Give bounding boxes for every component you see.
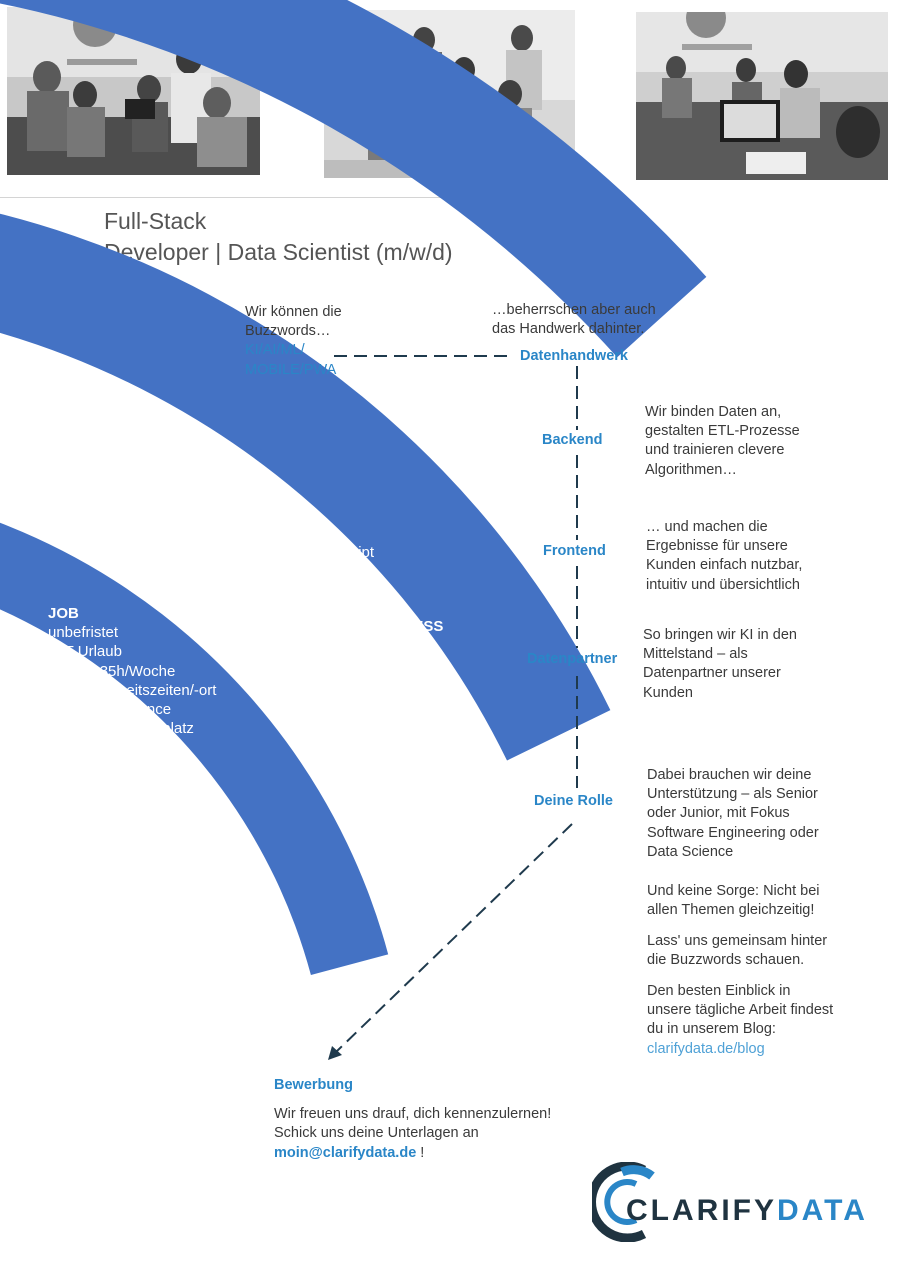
blog-link[interactable]: clarifydata.de/blog — [647, 1040, 765, 1057]
desc-line: Dabei brauchen wir deine — [647, 767, 812, 783]
tech-item: ML — [119, 434, 140, 452]
step-datenpartner: Datenpartner — [527, 651, 618, 667]
stack-heading: STACK — [229, 506, 280, 523]
email-suffix: ! — [416, 1144, 425, 1161]
process-item: agil — [370, 656, 394, 674]
bewerbung-block: Bewerbung Wir freuen uns drauf, dich ken… — [274, 1076, 551, 1163]
process-item: Prototyping — [370, 694, 446, 712]
tech-item: Web — [119, 492, 150, 510]
sorge-text: Und keine Sorge: Nicht bei allen Themen … — [647, 882, 820, 920]
partner-description: So bringen wir KI in den Mittelstand – a… — [643, 626, 797, 703]
process-item: Team — [370, 637, 407, 655]
process-heading: PROCESS — [370, 618, 444, 635]
desc-line: Mittelstand – als — [643, 646, 748, 663]
buzzwords-line: MOBILE/PWA — [245, 361, 337, 378]
desc-line: Data Science — [647, 843, 734, 860]
process-item: CI — [370, 675, 385, 693]
tech-block: TECH AI ML Data Science Mobile Web — [119, 395, 208, 510]
intro-line: Buzzwords… — [245, 323, 331, 340]
backend-description: Wir binden Daten an, gestalten ETL-Proze… — [645, 403, 800, 480]
desc-line: allen Themen gleichzeitig! — [647, 902, 815, 919]
step-frontend: Frontend — [543, 543, 606, 559]
desc-line: Algorithmen… — [645, 461, 737, 478]
job-item: Moderner Arbeitsplatz — [48, 720, 194, 738]
blog-text: Den besten Einblick in unsere tägliche A… — [647, 982, 833, 1059]
job-item: Vollzeit 35h/Woche — [48, 662, 176, 680]
desc-line: Kunden einfach nutzbar, — [646, 557, 803, 574]
desc-line: Unterstützung – als Senior — [647, 786, 818, 803]
desc-line: So bringen wir KI in den — [643, 627, 797, 643]
bewerbung-line: Schick uns deine Unterlagen an — [274, 1125, 479, 1142]
logo-clarify: CLARIFY — [626, 1194, 777, 1227]
stack-block: STACK Python TypeScript/JavaScript React… — [229, 505, 374, 601]
stack-item: Docker — [229, 582, 277, 600]
frontend-description: … und machen die Ergebnisse für unsere K… — [646, 518, 802, 595]
job-heading: JOB — [48, 605, 79, 622]
arc-bands — [0, 0, 707, 976]
arc-band-inner — [0, 522, 389, 976]
stack-item: Python — [229, 525, 276, 543]
desc-line: Datenpartner unserer — [643, 665, 781, 682]
job-item: Work-Life-Balance — [48, 701, 172, 719]
job-block: JOB unbefristet 30T Urlaub Vollzeit 35h/… — [48, 604, 216, 758]
gemeinsam-text: Lass' uns gemeinsam hinter die Buzzwords… — [647, 932, 827, 970]
email-link[interactable]: moin@clarifydata.de — [274, 1144, 417, 1161]
job-title-line-1: Full-Stack — [104, 208, 207, 234]
rolle-description: Dabei brauchen wir deine Unterstützung –… — [647, 766, 819, 862]
tech-item: Mobile — [119, 472, 164, 490]
desc-line: Und keine Sorge: Nicht bei — [647, 883, 820, 899]
job-item: Flexible Arbeitszeiten/-ort — [48, 681, 217, 699]
tech-item: AI — [119, 415, 134, 433]
job-title-line-2: Developer | Data Scientist (m/w/d) — [104, 239, 453, 265]
desc-line: Kunden — [643, 684, 693, 701]
desc-line: unsere tägliche Arbeit findest — [647, 1002, 834, 1019]
step-deine-rolle: Deine Rolle — [534, 793, 613, 809]
stack-item: React (Native) — [229, 563, 325, 581]
buzzwords-line: KI/AI/ML/ — [245, 342, 305, 359]
job-item: 30T Urlaub — [48, 643, 122, 661]
desc-line: Den besten Einblick in — [647, 983, 791, 999]
desc-line: Software Engineering oder — [647, 824, 819, 841]
desc-line: Lass' uns gemeinsam hinter — [647, 933, 828, 949]
handwerk-line: das Handwerk dahinter. — [492, 321, 645, 338]
divider — [0, 197, 552, 198]
clarifydata-logo — [592, 1162, 655, 1242]
process-item: Kreativtage — [370, 714, 446, 732]
job-item: unbefristet — [48, 624, 119, 642]
intro-text: Wir können die Buzzwords… KI/AI/ML/ MOBI… — [245, 303, 342, 380]
desc-line: Ergebnisse für unsere — [646, 538, 788, 555]
desc-line: Wir binden Daten an, — [645, 404, 782, 420]
desc-line: und trainieren clevere — [645, 442, 785, 459]
desc-line: oder Junior, mit Fokus — [647, 805, 790, 822]
step-datenhandwerk: Datenhandwerk — [520, 348, 628, 364]
job-item: im Zentrum Kiels — [48, 739, 161, 757]
tech-item: Data Science — [119, 453, 209, 471]
arc-band-tech — [0, 0, 707, 358]
bewerbung-heading: Bewerbung — [274, 1077, 353, 1093]
desc-line: gestalten ETL-Prozesse — [645, 423, 800, 440]
desc-line: die Buzzwords schauen. — [647, 952, 805, 969]
logo-wordmark: CLARIFYDATA — [626, 1194, 868, 1228]
stack-item: TypeScript/JavaScript — [229, 544, 375, 562]
logo-data: DATA — [777, 1194, 868, 1227]
handwerk-line: …beherrschen aber auch — [492, 302, 656, 318]
arc-band-job — [0, 213, 611, 761]
desc-line: … und machen die — [646, 519, 768, 535]
handwerk-note: …beherrschen aber auch das Handwerk dahi… — [492, 301, 656, 339]
desc-line: du in unserem Blog: — [647, 1021, 776, 1038]
tech-heading: TECH — [119, 396, 160, 413]
intro-line: Wir können die — [245, 304, 342, 320]
team-photo-3 — [636, 12, 888, 180]
step-backend: Backend — [542, 432, 603, 448]
desc-line: intuitiv und übersichtlich — [646, 576, 800, 593]
bewerbung-line: Wir freuen uns drauf, dich kennenzulerne… — [274, 1106, 552, 1123]
process-block: PROCESS Team agil CI Prototyping Kreativ… — [370, 617, 446, 732]
